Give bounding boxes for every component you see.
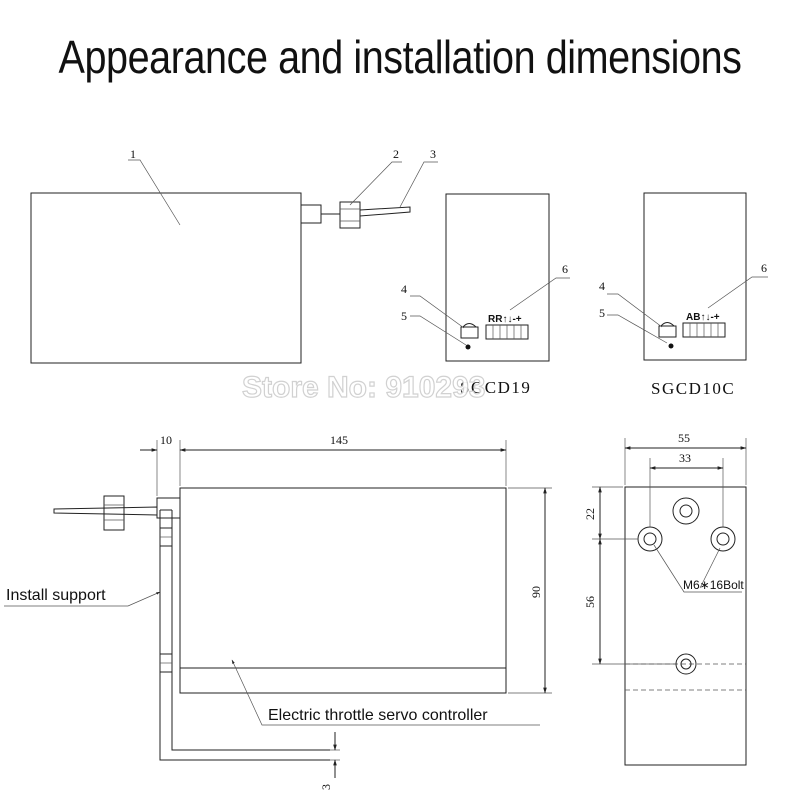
- dim-145: 145: [330, 433, 348, 447]
- dim-22: 22: [583, 508, 597, 520]
- indicator-led: [668, 343, 674, 349]
- shaft-stub: [300, 204, 322, 224]
- mounting-hole-left: [637, 526, 663, 552]
- dim-33: 33: [679, 451, 691, 465]
- page-title: Appearance and installation dimensions: [58, 31, 742, 83]
- dim-55: 55: [678, 431, 690, 445]
- display-icon: [460, 326, 479, 339]
- lever-part-3: [359, 206, 411, 217]
- bolt-label: M6∗16Bolt: [683, 578, 744, 592]
- install-support-label: Install support: [6, 587, 106, 604]
- model-label-sgcd19: SGCD19: [460, 378, 531, 397]
- part-number-4-right: 4: [599, 279, 605, 293]
- display-icon: [658, 325, 677, 338]
- end-view-body: [624, 486, 747, 766]
- bottom-front-view: 10 145 90 3 Install support Electric thr…: [4, 433, 552, 790]
- dim-56: 56: [583, 596, 597, 608]
- nut-part-2: [339, 201, 361, 229]
- panel-sgcd19: RR↑↓-+ 4 5 6 SGCD19: [401, 193, 570, 397]
- lever: [53, 506, 158, 516]
- model-label-sgcd10c: SGCD10C: [651, 379, 735, 398]
- dim-90: 90: [529, 586, 543, 598]
- part-number-2: 2: [393, 147, 399, 161]
- top-side-view: 1 2 3: [30, 147, 438, 364]
- mounting-hole-right: [710, 526, 736, 552]
- nut: [103, 495, 125, 531]
- store-watermark: Store No: 910293: [242, 371, 485, 404]
- bottom-end-view: 55 33 22 56 M6∗16Bolt: [583, 431, 747, 766]
- dim-10: 10: [160, 433, 172, 447]
- part-number-3: 3: [430, 147, 436, 161]
- part-number-4-left: 4: [401, 282, 407, 296]
- indicator-led: [465, 344, 471, 350]
- part-number-5-right: 5: [599, 306, 605, 320]
- keypad-labels: RR↑↓-+: [488, 314, 522, 325]
- part-number-1: 1: [130, 147, 136, 161]
- controller-label: Electric throttle servo controller: [268, 707, 488, 724]
- part-number-6-right: 6: [761, 261, 767, 275]
- controller-body-top: [30, 192, 302, 364]
- keypad-labels: AB↑↓-+: [686, 312, 720, 323]
- part-number-6-left: 6: [562, 262, 568, 276]
- part-number-5-left: 5: [401, 309, 407, 323]
- dim-3: 3: [319, 784, 333, 790]
- controller-body-front: [179, 487, 507, 694]
- panel-sgcd10c: AB↑↓-+ 4 5 6 SGCD10C: [599, 192, 768, 398]
